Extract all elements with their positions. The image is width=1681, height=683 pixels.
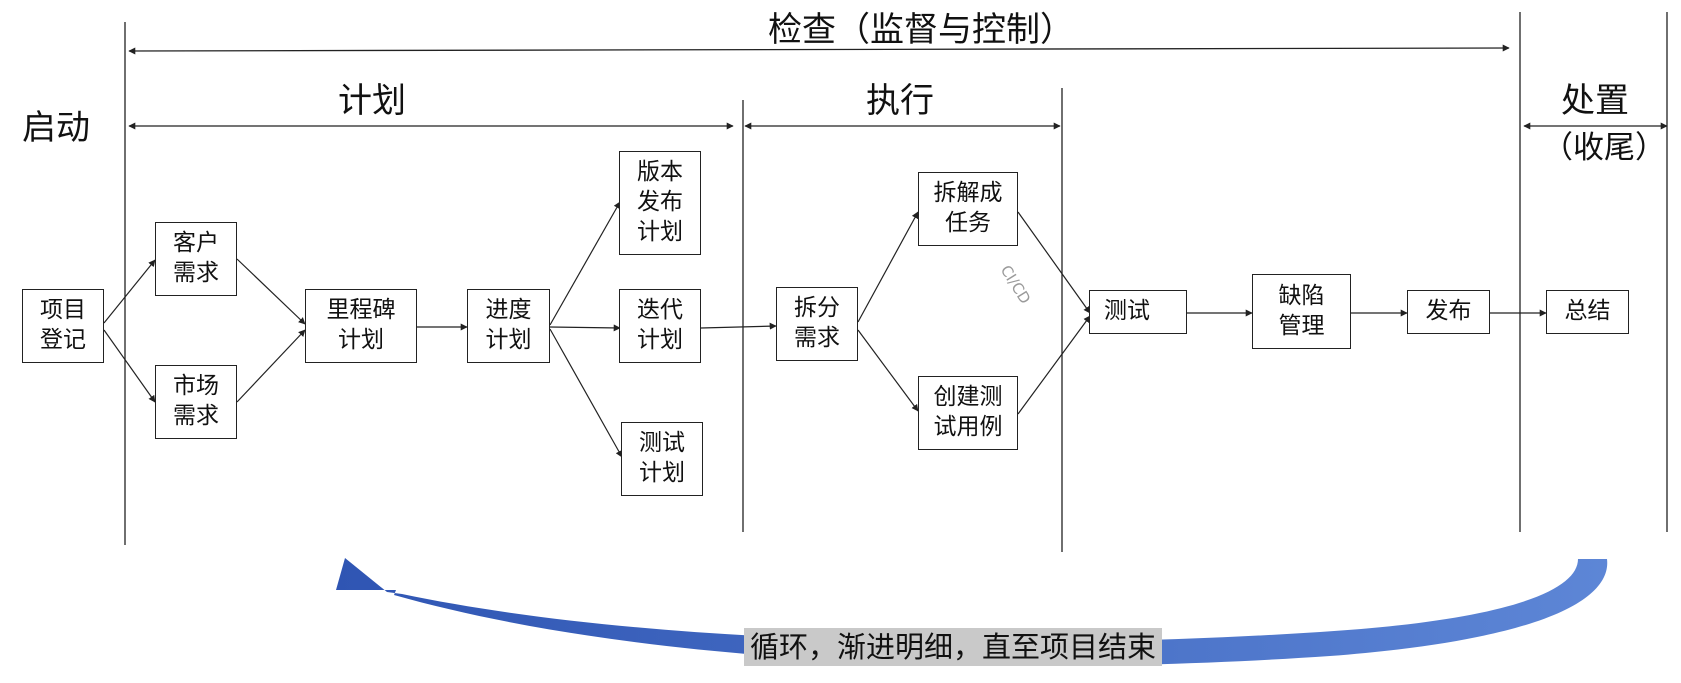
edge-market-milestone (236, 329, 306, 403)
phase-initiate-title: 启动 (22, 108, 90, 148)
node-text: 版本发布计划 (637, 158, 683, 248)
node-line: 迭代 (637, 297, 683, 324)
node-defect-mgmt: 缺陷管理 (1252, 274, 1351, 349)
node-text: 缺陷管理 (1279, 282, 1325, 342)
node-line: 管理 (1278, 312, 1325, 339)
edge-register-market (103, 329, 156, 403)
phase-plan-title: 计划 (338, 81, 406, 121)
loop-arrow (336, 558, 1608, 666)
edge-register-customer (103, 259, 156, 324)
edge-split-tasks (857, 211, 919, 323)
node-text: 里程碑计划 (327, 296, 396, 356)
node-text: 拆分需求 (794, 294, 840, 354)
loop-caption: 循环，渐进明细，直至项目结束 (744, 628, 1163, 666)
node-text: 拆解成任务 (934, 179, 1003, 239)
node-line: 计划 (637, 327, 683, 353)
node-schedule-plan: 进度计划 (467, 289, 550, 363)
node-line: 需求 (173, 403, 219, 429)
node-release-plan: 版本发布计划 (619, 151, 701, 255)
node-line: 版本 (637, 159, 683, 186)
node-split-req: 拆分需求 (776, 287, 858, 361)
node-text: 项目登记 (40, 296, 86, 356)
edge-iteration-split (700, 322, 777, 330)
node-text: 市场需求 (173, 372, 219, 432)
edge-tasks-testing (1017, 211, 1091, 314)
node-line: 总结 (1564, 298, 1611, 325)
node-line: 发布 (637, 189, 683, 216)
node-text: 总结 (1565, 297, 1611, 327)
edge-customer-milestone (236, 258, 306, 325)
node-text: 客户需求 (173, 229, 219, 289)
node-create-tests: 创建测试用例 (918, 376, 1018, 450)
edge-schedule-test (549, 328, 623, 458)
node-line: 计划 (485, 327, 532, 353)
edge-tests-testing (1017, 315, 1091, 415)
node-market-req: 市场需求 (155, 365, 237, 439)
node-line: 试用例 (933, 414, 1003, 440)
node-text: 测试 (1104, 297, 1150, 327)
node-summary: 总结 (1546, 290, 1629, 334)
node-iteration-plan: 迭代计划 (619, 289, 701, 363)
node-text: 发布 (1426, 297, 1472, 327)
node-line: 计划 (637, 218, 683, 245)
node-text: 进度计划 (486, 296, 532, 356)
phase-monitor-title: 检查（监督与控制） (768, 10, 1074, 50)
node-line: 测试 (1104, 298, 1150, 325)
edge-split-tests (857, 329, 919, 412)
node-text: 迭代计划 (637, 296, 683, 356)
node-line: 市场 (173, 373, 219, 400)
edge-schedule-release (549, 201, 621, 326)
node-line: 任务 (945, 210, 991, 236)
node-project-register: 项目登记 (22, 289, 104, 363)
node-text: 创建测试用例 (934, 383, 1003, 443)
node-milestone-plan: 里程碑计划 (305, 289, 417, 363)
node-testing: 测试 (1089, 290, 1187, 334)
node-line: 登记 (40, 327, 86, 353)
node-release: 发布 (1407, 290, 1490, 334)
monitor-span-arrow (128, 44, 1510, 55)
node-line: 计划 (639, 460, 685, 486)
node-line: 创建测 (933, 384, 1003, 411)
node-line: 发布 (1425, 298, 1472, 325)
node-line: 需求 (173, 260, 219, 286)
phase-dispose-title: 处置 (1561, 81, 1629, 121)
node-line: 项目 (40, 297, 86, 324)
phase-execute-title: 执行 (866, 81, 934, 121)
node-line: 拆分 (794, 295, 840, 322)
node-split-tasks: 拆解成任务 (918, 172, 1018, 246)
node-line: 进度 (485, 297, 532, 324)
node-line: 测试 (639, 430, 685, 457)
node-text: 测试计划 (639, 429, 685, 489)
phase-dispose-subtitle: （收尾） (1542, 130, 1666, 166)
node-line: 需求 (794, 325, 840, 351)
node-line: 缺陷 (1278, 282, 1325, 309)
node-customer-req: 客户需求 (155, 222, 237, 296)
node-line: 计划 (338, 327, 384, 353)
node-test-plan: 测试计划 (621, 422, 703, 496)
node-line: 里程碑 (326, 297, 396, 324)
node-line: 客户 (173, 230, 219, 257)
edge-schedule-iteration (549, 324, 621, 332)
node-line: 拆解成 (933, 180, 1003, 207)
